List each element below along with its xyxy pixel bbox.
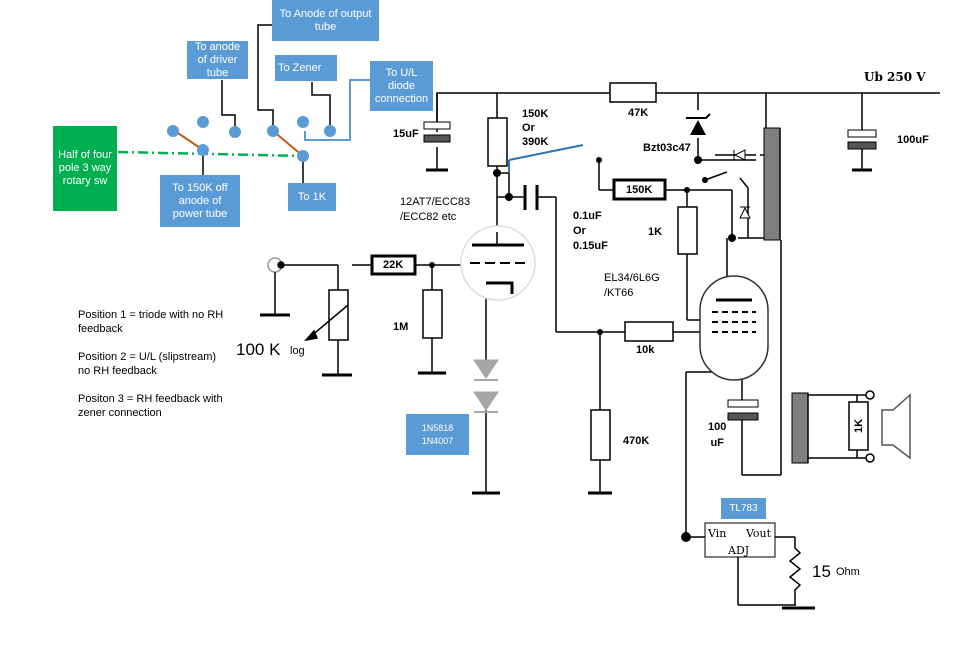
label-power-tube: EL34/6L6G /KT66 [604,272,660,299]
label-r-15ohm-unit: Ohm [836,566,860,578]
callout-anode-power-text: To 150K off anode of power tube [172,181,228,220]
callout-regulator-text: TL783 [729,503,758,514]
wires [260,92,940,610]
callout-diodes-text: 1N5818 1N4007 [421,422,454,446]
callout-to-1k: To 1K [288,183,336,211]
callout-to-1k-text: To 1K [297,190,327,203]
cathode-diodes [473,359,499,413]
power-tube [699,275,769,381]
label-cap-100uf: 100uF [897,134,929,146]
label-zener-part: Bzt03c47 [643,142,691,154]
label-r-150k-390k: 150K Or 390K [522,108,549,148]
capacitors [423,121,877,421]
regulator-box [704,522,776,558]
label-vout: Vout [746,527,772,540]
label-driver-tube: 12AT7/ECC83 /ECC82 etc [400,196,471,223]
callout-diodes: 1N5818 1N4007 [406,414,469,455]
callout-zener-text: To Zener [278,61,322,74]
label-pot: 100 K [236,340,281,359]
steering-diodes [733,149,751,219]
label-r-1k-speaker: 1K [853,418,866,434]
label-r-150k: 150K [626,184,653,196]
label-r-47k: 47K [628,107,649,119]
note-position-2: Position 2 = U/L (slipstream) no RH feed… [78,351,217,377]
callout-regulator: TL783 [721,498,766,519]
label-cap-coupling: 0.1uF Or 0.15uF [573,210,608,252]
label-pot-taper: log [290,345,305,357]
rotary-switch-drawing [117,24,372,183]
driver-tube [460,225,536,301]
label-vin: Vin [708,527,727,540]
label-r-15ohm: 15 [812,562,831,581]
callout-ul-diode: To U/L diode connection [370,61,433,111]
pot-arrow [303,304,349,342]
callout-anode-driver: To anode of driver tube [187,41,248,79]
zener-diode [686,113,711,135]
callout-anode-output-text: To Anode of output tube [279,7,372,33]
label-r-22k: 22K [383,259,404,271]
label-r-470k: 470K [623,435,650,447]
junction-dots [429,156,736,542]
callout-rotary-switch: Half of four pole 3 way rotary sw [53,126,117,211]
callout-anode-output: To Anode of output tube [272,0,379,41]
note-position-3: Positon 3 = RH feedback with zener conne… [78,393,223,419]
note-position-1: Position 1 = triode with no RH feedback [78,309,224,335]
callout-zener: To Zener [275,55,337,81]
label-r-1k: 1K [648,226,663,238]
callout-rotary-switch-text: Half of four pole 3 way rotary sw [58,149,112,187]
label-adj: ADJ [728,544,750,557]
switch-blade [508,144,584,173]
callout-anode-driver-text: To anode of driver tube [194,40,241,79]
callout-ul-diode-text: To U/L diode connection [374,66,429,105]
resistor-15ohm [788,537,802,605]
label-supply: Ub 250 V [864,70,926,84]
label-cap-15uf: 15uF [393,128,419,140]
callout-anode-power: To 150K off anode of power tube [160,175,240,227]
label-r-10k: 10k [636,344,655,356]
label-cap-100uf-cathode: 100 uF [708,421,727,449]
resistors [328,82,869,461]
label-r-1m: 1M [393,321,409,333]
